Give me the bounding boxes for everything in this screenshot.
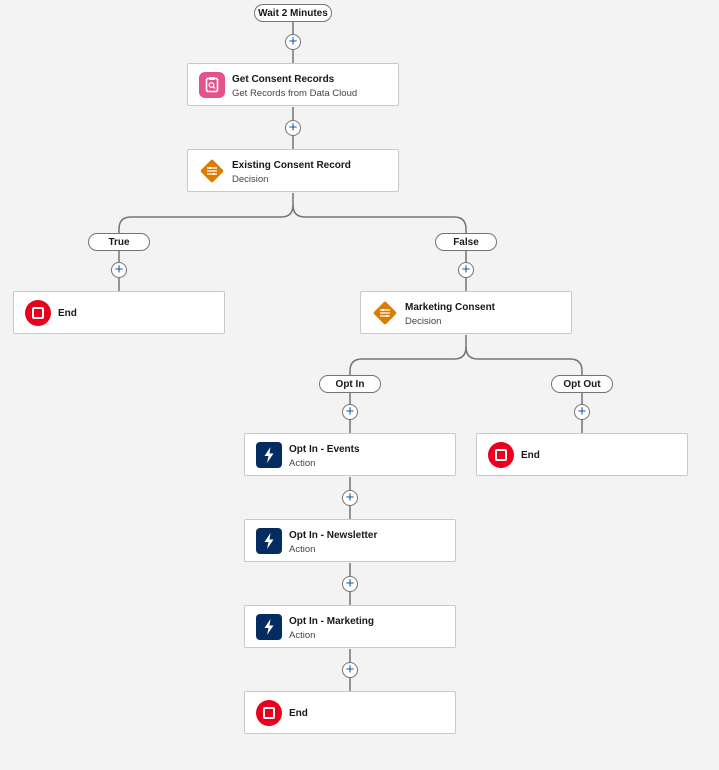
decision-diamond-icon bbox=[199, 158, 225, 184]
branch-false[interactable]: False bbox=[435, 233, 497, 251]
lightning-bolt-icon bbox=[256, 442, 282, 468]
node-title: Opt In - Marketing bbox=[289, 616, 374, 627]
branch-opt-in-label: Opt In bbox=[335, 379, 365, 390]
branch-true-label: True bbox=[108, 237, 130, 248]
branch-opt-in[interactable]: Opt In bbox=[319, 375, 381, 393]
decision-diamond-icon bbox=[372, 300, 398, 326]
stop-icon bbox=[256, 700, 282, 726]
node-existing-consent-record[interactable]: Existing Consent Record Decision bbox=[187, 149, 399, 192]
node-end-true[interactable]: End bbox=[13, 291, 225, 334]
branch-opt-out-label: Opt Out bbox=[563, 379, 601, 390]
add-element-button[interactable]: + bbox=[574, 404, 590, 420]
node-title: Opt In - Newsletter bbox=[289, 530, 378, 541]
wait-step[interactable]: Wait 2 Minutes bbox=[254, 4, 332, 22]
branch-true[interactable]: True bbox=[88, 233, 150, 251]
clipboard-search-icon bbox=[199, 72, 225, 98]
node-get-consent-records[interactable]: Get Consent Records Get Records from Dat… bbox=[187, 63, 399, 106]
add-element-button[interactable]: + bbox=[342, 490, 358, 506]
node-marketing-consent[interactable]: Marketing Consent Decision bbox=[360, 291, 572, 334]
add-element-button[interactable]: + bbox=[285, 120, 301, 136]
add-element-button[interactable]: + bbox=[458, 262, 474, 278]
stop-icon bbox=[25, 300, 51, 326]
add-element-button[interactable]: + bbox=[342, 404, 358, 420]
stop-icon bbox=[488, 442, 514, 468]
add-element-button[interactable]: + bbox=[285, 34, 301, 50]
node-opt-in-marketing[interactable]: Opt In - Marketing Action bbox=[244, 605, 456, 648]
node-title: Opt In - Events bbox=[289, 444, 360, 455]
add-element-button[interactable]: + bbox=[342, 662, 358, 678]
node-title: End bbox=[58, 308, 77, 319]
node-title: End bbox=[521, 450, 540, 461]
node-end-final[interactable]: End bbox=[244, 691, 456, 734]
branch-false-label: False bbox=[453, 237, 479, 248]
node-title: End bbox=[289, 708, 308, 719]
node-subtitle: Action bbox=[289, 544, 316, 555]
wait-label: Wait 2 Minutes bbox=[258, 8, 328, 19]
node-title: Existing Consent Record bbox=[232, 160, 351, 171]
node-subtitle: Action bbox=[289, 458, 316, 469]
add-element-button[interactable]: + bbox=[342, 576, 358, 592]
node-title: Marketing Consent bbox=[405, 302, 496, 313]
node-subtitle: Decision bbox=[232, 174, 269, 185]
node-opt-in-newsletter[interactable]: Opt In - Newsletter Action bbox=[244, 519, 456, 562]
node-subtitle: Get Records from Data Cloud bbox=[232, 88, 358, 99]
lightning-bolt-icon bbox=[256, 614, 282, 640]
node-opt-in-events[interactable]: Opt In - Events Action bbox=[244, 433, 456, 476]
node-title: Get Consent Records bbox=[232, 74, 335, 85]
node-end-opt-out[interactable]: End bbox=[476, 433, 688, 476]
add-element-button[interactable]: + bbox=[111, 262, 127, 278]
node-subtitle: Decision bbox=[405, 316, 442, 327]
branch-opt-out[interactable]: Opt Out bbox=[551, 375, 613, 393]
node-subtitle: Action bbox=[289, 630, 316, 641]
lightning-bolt-icon bbox=[256, 528, 282, 554]
